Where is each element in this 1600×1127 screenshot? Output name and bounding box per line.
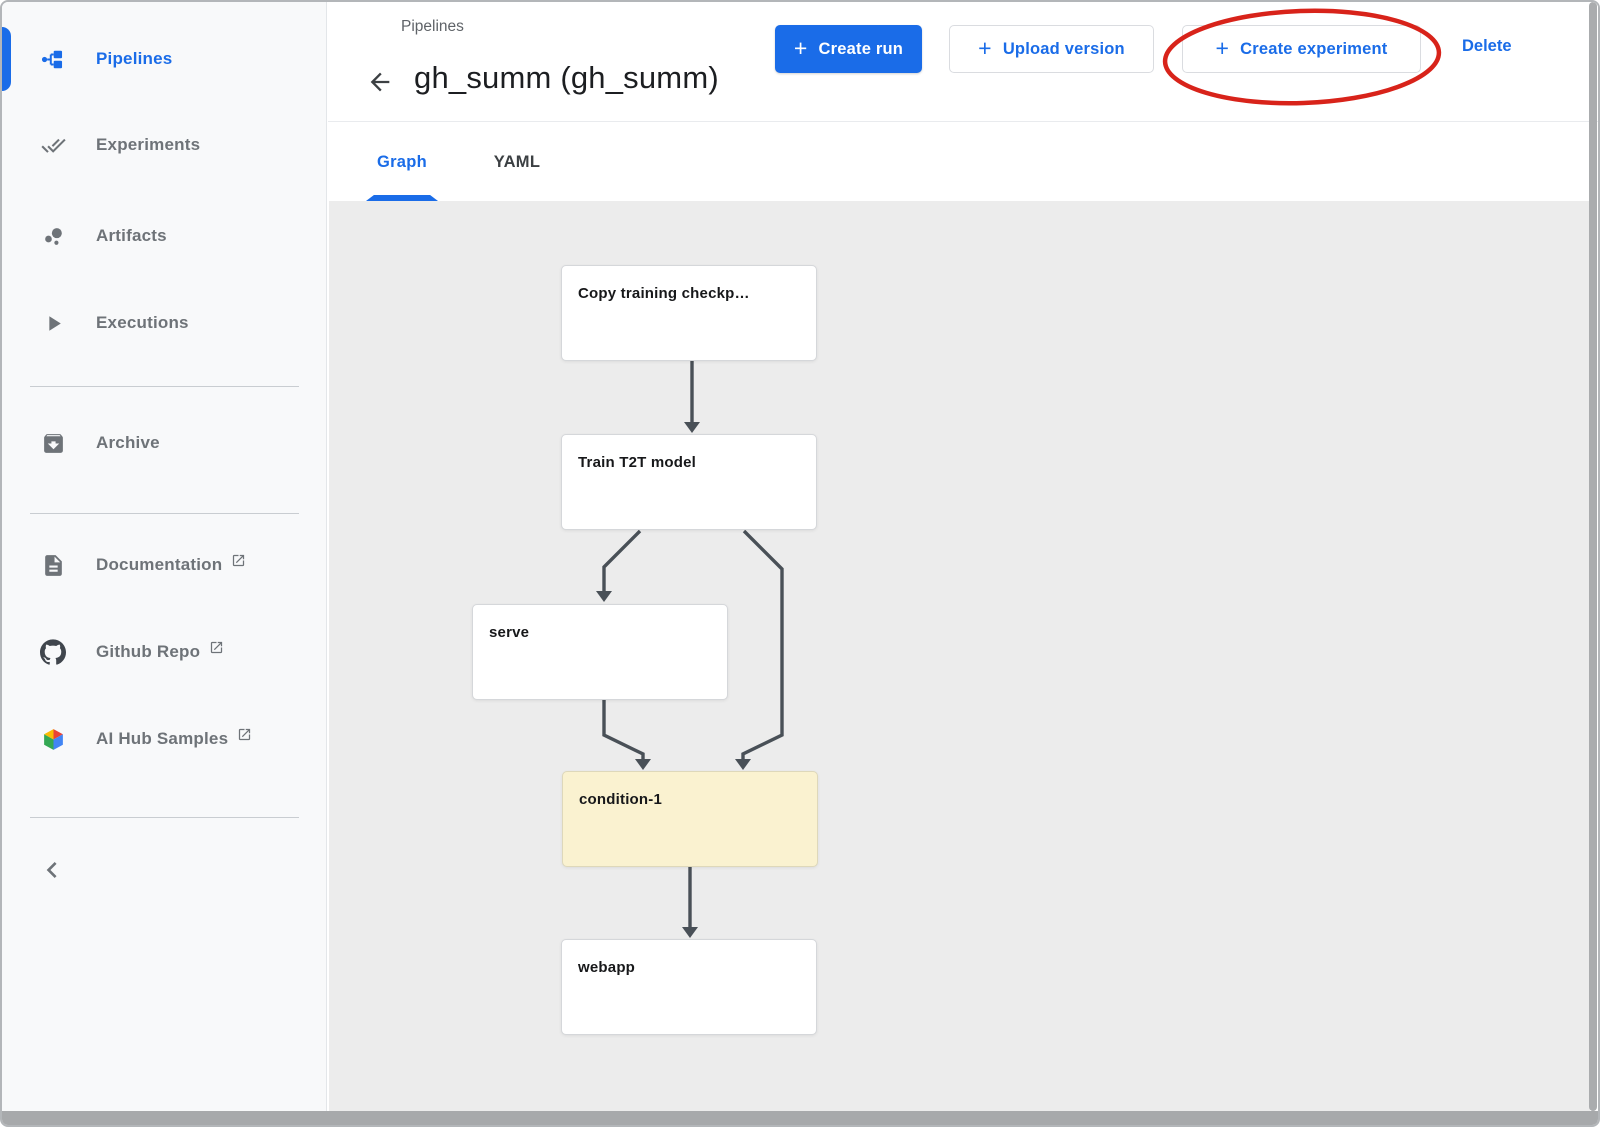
upload-version-label: Upload version xyxy=(1002,39,1125,58)
play-icon xyxy=(40,310,66,336)
archive-icon xyxy=(40,430,66,456)
sidebar-item-label: Executions xyxy=(96,313,189,332)
node-label: condition-1 xyxy=(579,791,663,808)
sidebar-item-label: Pipelines xyxy=(96,49,173,68)
external-link-icon xyxy=(237,727,252,742)
sidebar-item-archive[interactable]: Archive xyxy=(2,423,326,463)
page-header: Pipelines gh_summ (gh_summ) + Create run… xyxy=(328,2,1598,122)
ai-hub-cube-icon xyxy=(40,726,66,752)
sidebar-item-label: Documentation xyxy=(96,553,246,575)
node-label: serve xyxy=(489,624,530,641)
document-icon xyxy=(40,552,66,578)
edge-train-to-serve xyxy=(596,529,642,602)
pipeline-graph-canvas: Copy training checkp… Train T2T model se… xyxy=(329,201,1590,1111)
sidebar: Pipelines Experiments Artifacts Executio xyxy=(2,2,327,1111)
node-label: Copy training checkp… xyxy=(578,285,750,302)
edge-serve-to-condition xyxy=(602,699,651,770)
sidebar-item-artifacts[interactable]: Artifacts xyxy=(2,216,326,256)
tab-bar: Graph YAML xyxy=(328,123,1598,201)
create-run-label: Create run xyxy=(818,39,904,58)
page-title: gh_summ (gh_summ) xyxy=(414,60,719,95)
active-item-indicator xyxy=(2,27,11,91)
sidebar-item-label: Github Repo xyxy=(96,640,224,662)
graph-node-serve[interactable]: serve xyxy=(472,604,728,700)
sidebar-item-executions[interactable]: Executions xyxy=(2,303,326,343)
plus-icon: + xyxy=(978,34,992,61)
collapse-sidebar-button[interactable] xyxy=(36,854,68,886)
sidebar-item-label: Archive xyxy=(96,433,160,452)
vertical-scrollbar[interactable] xyxy=(1589,2,1597,1111)
sidebar-divider xyxy=(30,513,299,514)
create-run-button[interactable]: + Create run xyxy=(775,25,922,73)
plus-icon: + xyxy=(1215,34,1230,61)
sidebar-divider xyxy=(30,386,299,387)
tab-yaml[interactable]: YAML xyxy=(493,152,541,171)
main-content: Pipelines gh_summ (gh_summ) + Create run… xyxy=(328,2,1598,1111)
graph-edges xyxy=(596,361,784,938)
pipelines-icon xyxy=(40,46,66,72)
back-arrow-button[interactable] xyxy=(366,68,394,96)
graph-node-copy-training-checkpoint[interactable]: Copy training checkp… xyxy=(561,265,817,361)
sidebar-item-label: Experiments xyxy=(96,135,201,154)
upload-version-button[interactable]: + Upload version xyxy=(949,25,1154,73)
node-label: webapp xyxy=(578,959,636,976)
sidebar-divider xyxy=(30,817,299,818)
sidebar-item-experiments[interactable]: Experiments xyxy=(2,125,326,165)
edge-train-to-condition xyxy=(735,529,784,770)
github-icon xyxy=(40,639,66,665)
active-tab-indicator xyxy=(366,195,438,201)
delete-button[interactable]: Delete xyxy=(1462,37,1512,55)
create-experiment-button[interactable]: + Create experiment xyxy=(1182,25,1421,73)
node-label: Train T2T model xyxy=(578,454,697,471)
horizontal-scrollbar[interactable] xyxy=(2,1111,1598,1125)
sidebar-item-documentation[interactable]: Documentation xyxy=(2,545,326,585)
plus-icon: + xyxy=(793,34,808,61)
graph-node-condition-1[interactable]: condition-1 xyxy=(562,771,818,867)
graph-node-webapp[interactable]: webapp xyxy=(561,939,817,1035)
breadcrumb[interactable]: Pipelines xyxy=(401,18,464,35)
sidebar-item-pipelines[interactable]: Pipelines xyxy=(2,39,326,79)
tab-graph[interactable]: Graph xyxy=(376,152,428,171)
external-link-icon xyxy=(231,553,246,568)
create-experiment-label: Create experiment xyxy=(1240,39,1388,58)
double-check-icon xyxy=(40,132,66,158)
sidebar-item-ai-hub-samples[interactable]: AI Hub Samples xyxy=(2,719,326,759)
bubble-chart-icon xyxy=(40,223,66,249)
external-link-icon xyxy=(209,640,224,655)
sidebar-item-label: AI Hub Samples xyxy=(96,727,252,749)
sidebar-item-github-repo[interactable]: Github Repo xyxy=(2,632,326,672)
sidebar-item-label: Artifacts xyxy=(96,226,167,245)
graph-node-train-t2t-model[interactable]: Train T2T model xyxy=(561,434,817,530)
